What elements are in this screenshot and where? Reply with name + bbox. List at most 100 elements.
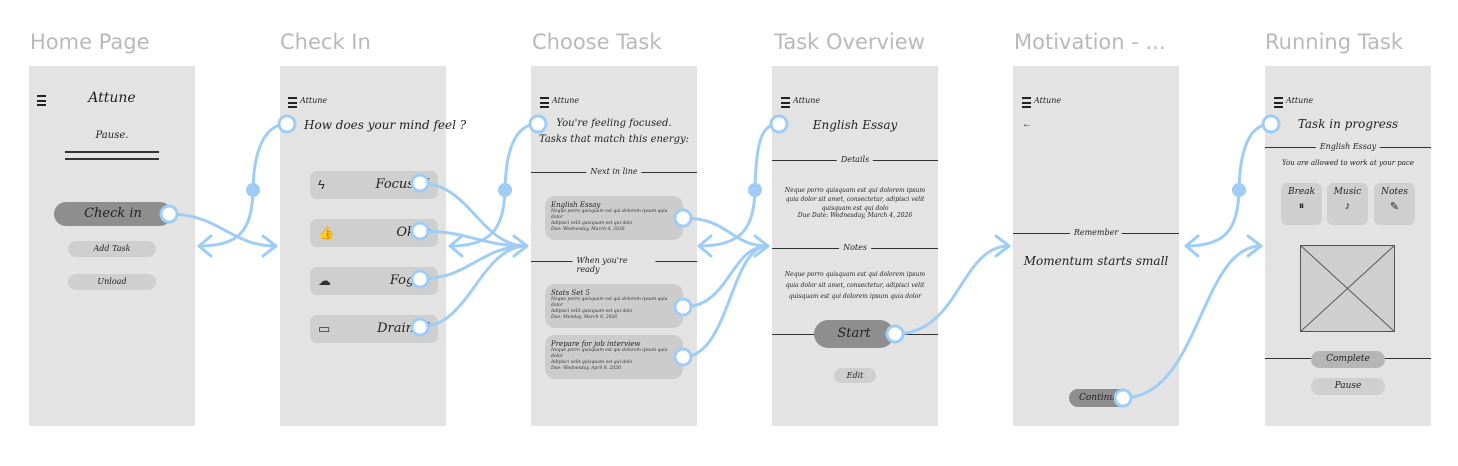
menu-icon[interactable] (1022, 97, 1031, 108)
flow-arrowhead (512, 234, 529, 258)
flow-hotspot (277, 114, 297, 134)
pause-button[interactable]: Pause (1311, 378, 1385, 395)
flow-hotspot (673, 297, 693, 317)
notes-tile[interactable]: Notes ✎ (1374, 183, 1415, 225)
pause-circle-icon: ⏸ (1298, 200, 1305, 212)
divider (65, 158, 159, 160)
mind-question: How does your mind feel ? (304, 118, 467, 132)
flow-line (697, 122, 781, 248)
flow-arrowhead (697, 234, 713, 258)
section-label: When you're ready (572, 256, 656, 274)
flow-hotspot (885, 324, 905, 344)
notes-text: Neque porro quisquam est qui dolorem ips… (784, 271, 926, 300)
choose-frame: Attune You're feeling focused. Tasks tha… (531, 66, 697, 426)
notes-label: Notes (839, 243, 871, 252)
energy-heading: You're feeling focused. (556, 118, 672, 129)
menu-icon[interactable] (781, 97, 790, 108)
task-line: Adipisci velit quisquam est qui dolo (551, 309, 633, 314)
flow-joint (1232, 183, 1246, 197)
task-card[interactable]: English Essay Neque porro quisquam est q… (545, 196, 683, 240)
flow-line (418, 244, 529, 329)
overview-frame: Attune English Essay Details Neque porro… (772, 66, 938, 426)
details-label: Details (836, 155, 874, 164)
complete-button[interactable]: Complete (1311, 351, 1385, 368)
frame-title-choose: Choose Task (532, 30, 662, 54)
menu-icon[interactable] (37, 95, 46, 106)
section-divider: Notes (772, 243, 938, 252)
task-label: English Essay (1315, 142, 1381, 151)
frame-title-checkin: Check In (280, 30, 371, 54)
edit-button[interactable]: Edit (834, 368, 876, 383)
flow-line (893, 244, 1011, 336)
flow-arrowhead (261, 234, 278, 258)
flow-hotspot (769, 114, 789, 134)
continue-button[interactable]: Continue (1069, 389, 1129, 407)
frame-title-motivation: Motivation - ... (1014, 30, 1166, 54)
tile-label: Notes (1381, 187, 1408, 197)
flow-arrowhead (994, 234, 1011, 258)
flow-hotspot (673, 208, 693, 228)
flow-line (681, 244, 770, 359)
flow-line (1121, 244, 1263, 400)
frame-title-overview: Task Overview (774, 30, 925, 54)
cloud-icon: ☁ (318, 273, 331, 288)
flow-joint (498, 183, 512, 197)
task-line: Neque porro quisquam est qui dolorem ips… (551, 348, 668, 359)
app-title: Attune (1286, 96, 1314, 105)
menu-icon[interactable] (288, 97, 297, 108)
start-button[interactable]: Start (814, 320, 894, 348)
flow-line (418, 181, 529, 248)
task-line: Neque porro quisquam est qui dolorem ips… (551, 209, 668, 220)
add-task-button[interactable]: Add Task (68, 241, 156, 257)
flow-arrowhead (448, 234, 464, 258)
back-arrow-icon[interactable]: ← (1022, 119, 1032, 130)
flow-hotspot (528, 114, 548, 134)
break-tile[interactable]: Break ⏸ (1281, 183, 1322, 225)
flow-hotspot (1113, 388, 1133, 408)
thumbs-up-icon: 👍 (318, 225, 335, 240)
app-title: Attune (552, 96, 580, 105)
task-due: Due: Wednesday, April 8, 2026 (551, 366, 621, 371)
flow-hotspot (410, 173, 430, 193)
app-title: Attune (1034, 96, 1062, 105)
task-title: Prepare for job interview (551, 340, 641, 348)
remember-label: Remember (1069, 228, 1123, 237)
pause-subtitle: Pause. (95, 130, 129, 141)
flow-hotspot (159, 204, 179, 224)
task-title: Stats Set 5 (551, 289, 590, 297)
task-card[interactable]: Prepare for job interview Neque porro qu… (545, 335, 683, 379)
due-date: Due Date: Wednesday, March 4, 2026 (797, 212, 913, 219)
check-in-button[interactable]: Check in (54, 202, 172, 226)
task-title: English Essay (812, 118, 898, 132)
menu-icon[interactable] (540, 97, 549, 108)
running-frame: Attune Task in progress English Essay Yo… (1265, 66, 1431, 426)
section-divider: Next in line (531, 167, 697, 176)
section-divider: When you're ready (531, 256, 697, 274)
task-title: English Essay (551, 201, 601, 209)
music-note-icon: ♪ (1344, 200, 1351, 212)
task-due: Due: Wednesday, March 4, 2026 (551, 227, 625, 232)
music-tile[interactable]: Music ♪ (1327, 183, 1368, 225)
menu-icon[interactable] (1274, 97, 1283, 108)
image-placeholder (1300, 245, 1395, 332)
app-title: Attune (793, 96, 821, 105)
pen-icon: ✎ (1389, 201, 1400, 213)
section-divider: Remember (1013, 228, 1179, 237)
frame-title-running: Running Task (1265, 30, 1404, 54)
details-text: Neque porro quisquam est qui dolorem ips… (784, 187, 926, 212)
tile-label: Music (1333, 187, 1362, 197)
task-due: Due: Monday, March 9, 2026 (551, 315, 618, 320)
motivation-message: Momentum starts small (1023, 254, 1169, 268)
flow-joint (246, 183, 260, 197)
flow-line (418, 229, 529, 248)
flow-line (197, 122, 289, 248)
unload-button[interactable]: Unload (68, 274, 156, 290)
task-card[interactable]: Stats Set 5 Neque porro quisquam est qui… (545, 284, 683, 328)
section-divider: Details (772, 155, 938, 164)
home-frame: Attune Pause. Check in Add Task Unload (29, 66, 195, 426)
task-progress-heading: Task in progress (1297, 117, 1399, 131)
app-title: Attune (300, 96, 328, 105)
flow-arrowhead (1184, 234, 1200, 258)
battery-icon: ▭ (318, 321, 331, 336)
flow-arrowhead (197, 234, 213, 258)
